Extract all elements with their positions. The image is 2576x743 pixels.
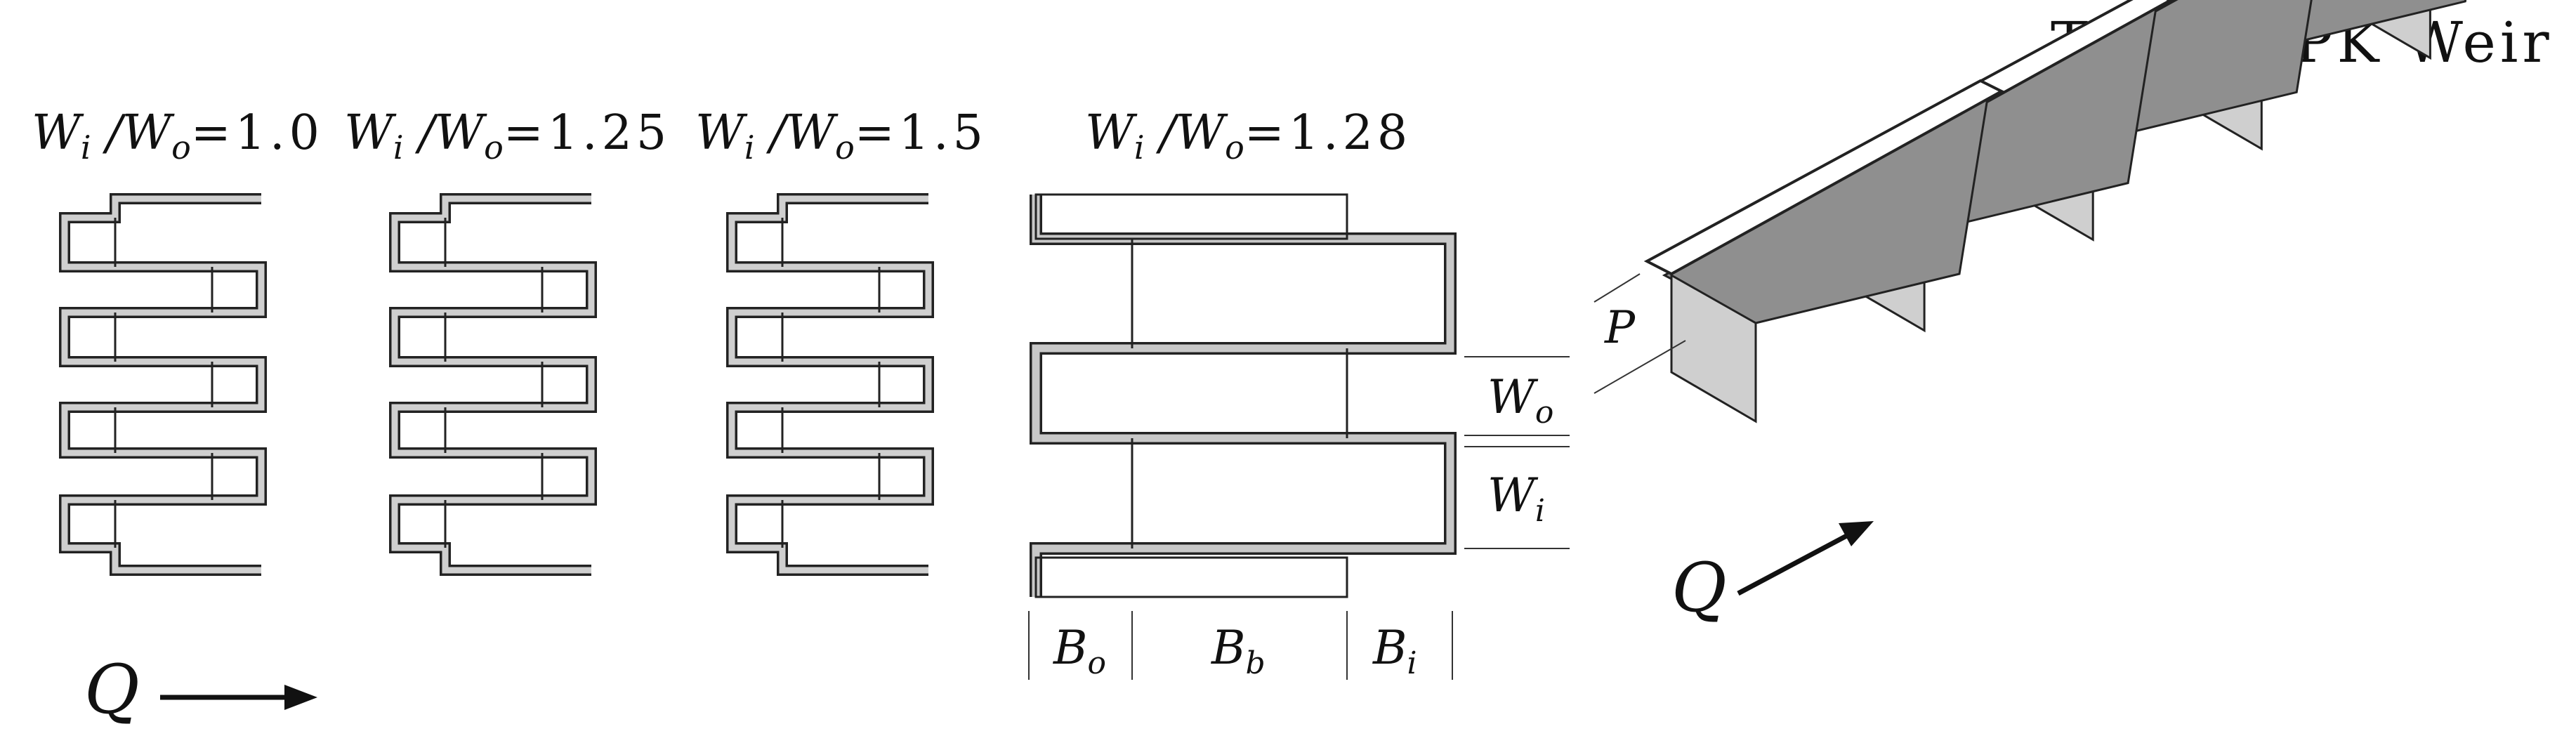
label-wi: Wi (1487, 468, 1545, 529)
svg-text:Wi /Wo=1.25: Wi /Wo=1.25 (344, 105, 671, 166)
label-bo: Bo (1053, 621, 1106, 681)
detail-overhang-bottom (1034, 556, 1348, 598)
label-bi: Bi (1372, 621, 1417, 681)
flow-indicator-plan: Q (84, 650, 317, 729)
svg-text:Wi /Wo=1.28: Wi /Wo=1.28 (1085, 105, 1412, 166)
plan-view-2 (389, 193, 597, 576)
isometric-view (1643, 0, 2467, 423)
plan-wall-outline (726, 193, 934, 576)
flow-arrow-iso-line (1737, 531, 1852, 596)
flow-symbol-iso: Q (1671, 548, 1727, 627)
inlet-key-rim (1643, 79, 2005, 276)
svg-text:Wi /Wo=1.5: Wi /Wo=1.5 (695, 105, 987, 166)
plan-wall-outline (389, 193, 597, 576)
detail-overhang-top (1034, 193, 1348, 240)
ratio-label-4: Wi /Wo=1.28 (1085, 105, 1412, 166)
detail-wall (1030, 195, 1457, 597)
svg-text:Wi /Wo=1.0: Wi /Wo=1.0 (32, 105, 324, 166)
inlet-key-floor (1662, 96, 1989, 324)
p-dimension (1593, 273, 1686, 394)
flow-symbol-plan: Q (84, 650, 140, 729)
detail-plan-view (1028, 193, 1570, 680)
label-wo: Wo (1487, 370, 1553, 430)
ratio-label-3: Wi /Wo=1.5 (695, 105, 987, 166)
plan-view-1 (59, 193, 267, 576)
ratio-label-1: Wi /Wo=1.0 (32, 105, 324, 166)
label-p: P (1604, 302, 1636, 354)
flow-arrow-head (284, 685, 317, 710)
outlet-face (1670, 273, 1757, 423)
ratio-label-2: Wi /Wo=1.25 (344, 105, 671, 166)
plan-view-3 (726, 193, 934, 576)
flow-indicator-iso: Q (1671, 521, 1874, 627)
plan-wall-fill (61, 195, 265, 574)
plan-wall-fill (728, 195, 932, 574)
label-bb: Bb (1211, 621, 1266, 681)
detail-wall-fill (1032, 195, 1454, 597)
plan-wall-outline (59, 193, 267, 576)
plan-wall-fill (391, 195, 595, 574)
flow-arrow-iso-head (1839, 521, 1874, 546)
dimension-lines (1028, 356, 1570, 680)
